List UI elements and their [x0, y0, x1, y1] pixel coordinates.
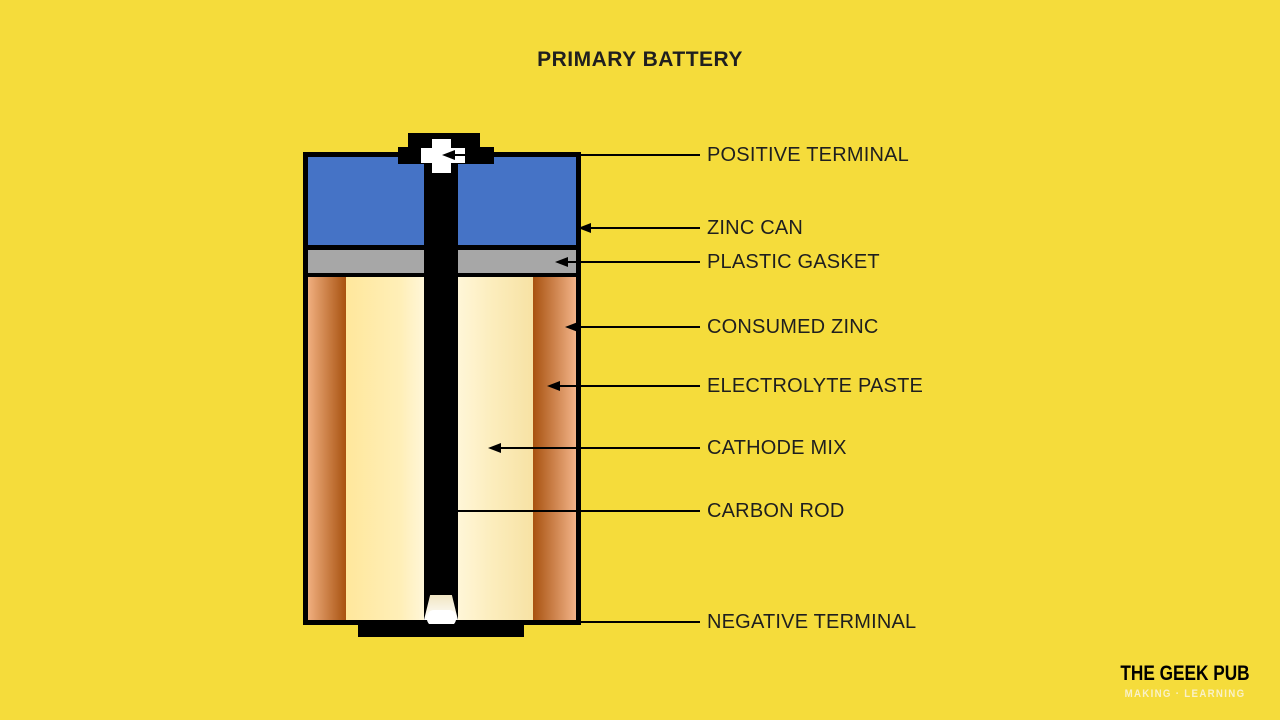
- battery-interior: [308, 277, 576, 620]
- consumed-zinc-left-strip: [308, 277, 346, 620]
- label-carbon-rod: CARBON ROD: [707, 500, 845, 522]
- battery-outline: [303, 152, 581, 626]
- arrowhead-icon: [578, 223, 591, 233]
- label-zinc-can: ZINC CAN: [707, 217, 804, 239]
- carbon-rod: [424, 152, 458, 595]
- label-electrolyte-paste: ELECTROLYTE PASTE: [707, 375, 924, 397]
- label-plastic-gasket: PLASTIC GASKET: [707, 251, 880, 273]
- leader-line-carbon-rod: [458, 510, 700, 512]
- brand-logo-name: THE GEEK PUB: [1120, 662, 1250, 685]
- brand-logo: THE GEEK PUB MAKING · LEARNING: [1105, 662, 1265, 700]
- leader-line-negative-terminal: [523, 621, 700, 623]
- arrowhead-icon: [547, 381, 560, 391]
- electrolyte-paste-left: [346, 277, 424, 620]
- negative-contact: [427, 610, 456, 626]
- leader-line-cathode-mix: [495, 447, 700, 449]
- label-cathode-mix: CATHODE MIX: [707, 437, 847, 459]
- arrowhead-icon: [488, 443, 501, 453]
- leader-line-electrolyte-paste: [554, 385, 700, 387]
- arrowhead-icon: [555, 257, 568, 267]
- label-consumed-zinc: CONSUMED ZINC: [707, 316, 879, 338]
- label-positive-terminal: POSITIVE TERMINAL: [707, 144, 909, 166]
- negative-terminal-bar: [358, 624, 524, 637]
- diagram-title: PRIMARY BATTERY: [537, 48, 743, 71]
- arrowhead-icon: [442, 150, 455, 160]
- label-negative-terminal: NEGATIVE TERMINAL: [707, 611, 917, 633]
- leader-line-consumed-zinc: [572, 326, 700, 328]
- brand-logo-tagline: MAKING · LEARNING: [1124, 688, 1246, 700]
- leader-line-positive-terminal: [448, 154, 700, 156]
- leader-line-plastic-gasket: [562, 261, 700, 263]
- arrowhead-icon: [565, 322, 578, 332]
- leader-line-zinc-can: [584, 227, 700, 229]
